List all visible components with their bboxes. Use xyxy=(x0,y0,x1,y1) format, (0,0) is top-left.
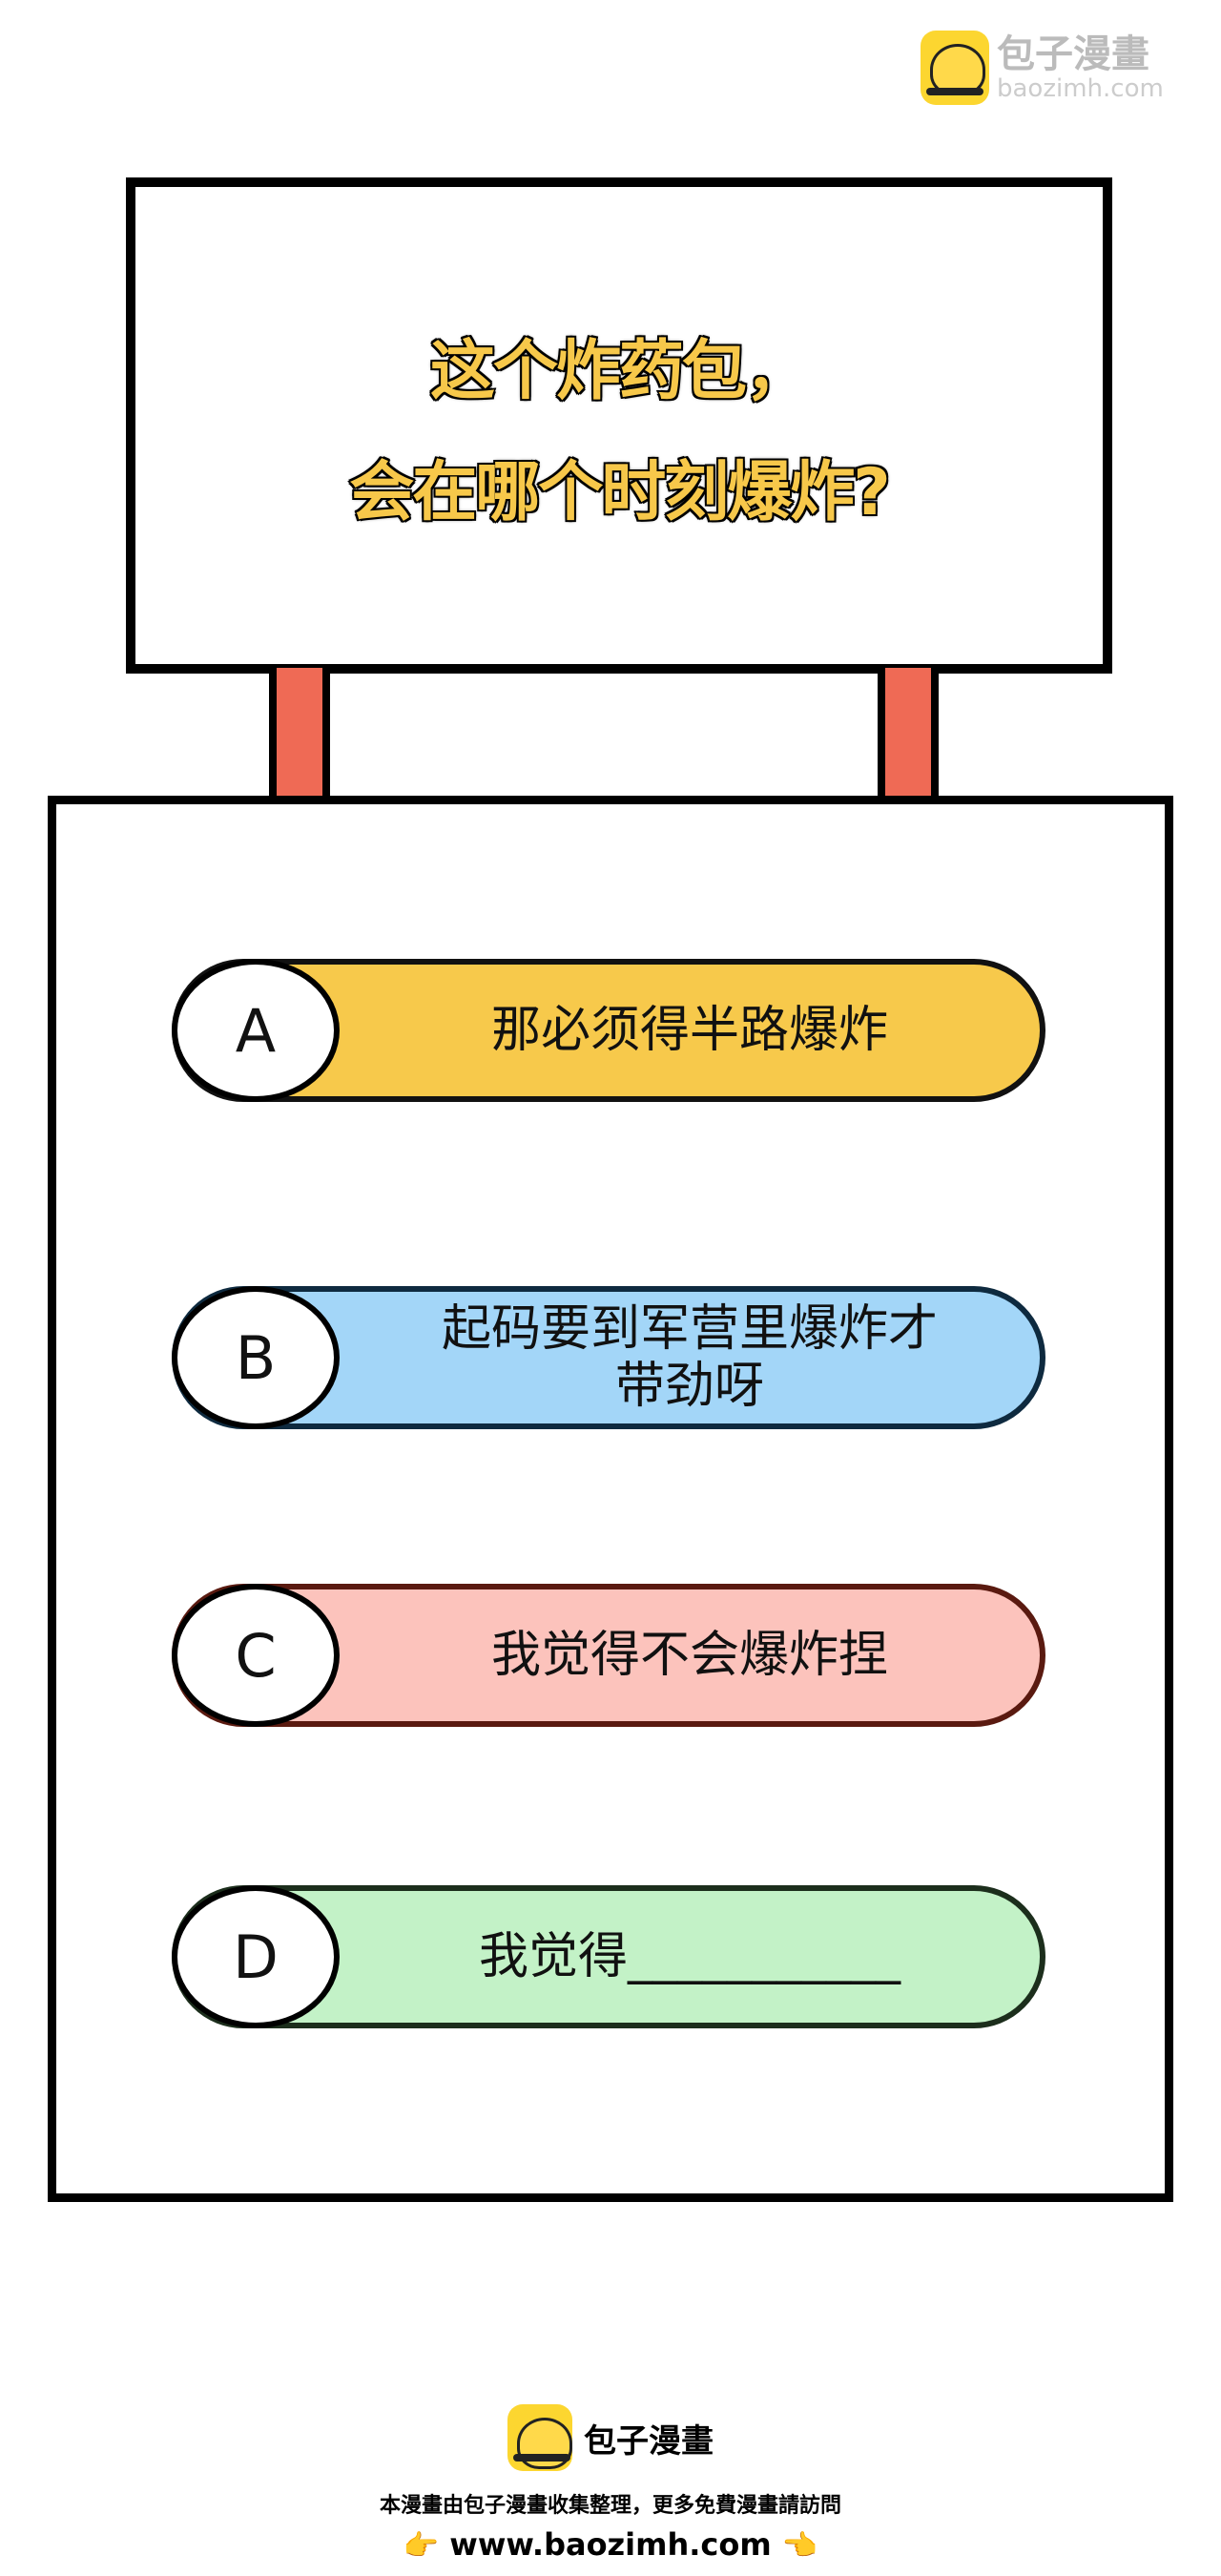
watermark-logo: 包子漫畫 baozimh.com xyxy=(921,31,1164,105)
watermark-domain: baozimh.com xyxy=(997,74,1164,103)
footer: 包子漫畫 本漫畫由包子漫畫收集整理，更多免費漫畫請訪問 👉 www.baozim… xyxy=(0,2404,1221,2563)
answer-board xyxy=(48,796,1173,2202)
option-text: 起码要到军营里爆炸才带劲呀 xyxy=(441,1300,938,1415)
pointing-right-hand-icon: 👉 xyxy=(403,2529,440,2563)
pointing-left-hand-icon: 👈 xyxy=(781,2529,818,2563)
option-text: 那必须得半路爆炸 xyxy=(490,1002,888,1059)
option-text: 我觉得___________ xyxy=(478,1928,900,1985)
question-sign: 这个炸药包， 会在哪个时刻爆炸? xyxy=(126,177,1112,674)
footer-url[interactable]: www.baozimh.com xyxy=(449,2526,772,2563)
footer-brand: 包子漫畫 xyxy=(584,2421,714,2461)
option-text: 我觉得不会爆炸捏 xyxy=(490,1627,888,1684)
question-line-1: 这个炸药包， xyxy=(428,333,811,411)
sign-post-left xyxy=(269,668,330,801)
bun-logo-icon xyxy=(921,31,989,105)
bun-logo-icon xyxy=(507,2404,572,2471)
question-line-2: 会在哪个时刻爆炸? xyxy=(348,454,892,532)
watermark-name: 包子漫畫 xyxy=(997,32,1149,76)
sign-post-right xyxy=(878,668,939,801)
option-letter: C xyxy=(172,1584,340,1727)
option-letter: B xyxy=(172,1286,340,1429)
footer-note: 本漫畫由包子漫畫收集整理，更多免費漫畫請訪問 xyxy=(379,2494,841,2518)
option-a[interactable]: A 那必须得半路爆炸 xyxy=(172,959,1045,1102)
option-letter: A xyxy=(172,959,340,1102)
option-b[interactable]: B 起码要到军营里爆炸才带劲呀 xyxy=(172,1286,1045,1429)
option-c[interactable]: C 我觉得不会爆炸捏 xyxy=(172,1584,1045,1727)
option-d[interactable]: D 我觉得___________ xyxy=(172,1885,1045,2028)
option-letter: D xyxy=(172,1885,340,2028)
